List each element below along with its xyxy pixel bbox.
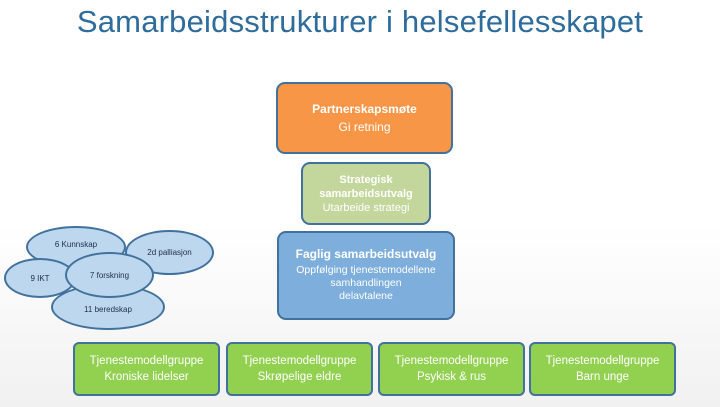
partnerskapsmote-box[interactable]: Partnerskapsmøte Gi retning [276, 82, 453, 154]
faglig-line3: delavtalene [339, 290, 393, 302]
oval-palliasjon-label: 2d palliasjon [147, 248, 192, 257]
group-topic: Psykisk & rus [416, 371, 486, 383]
group-topic: Skrøpelige eldre [257, 371, 342, 383]
faglig-line1: Oppfølging tjenestemodellene [296, 264, 436, 276]
strategisk-title-line2: samarbeidsutvalg [319, 187, 413, 200]
group-topic: Kroniske lidelser [104, 371, 189, 383]
group-label: Tjenestemodellgruppe [394, 355, 509, 367]
group-psykisk-rus[interactable]: Tjenestemodellgruppe Psykisk & rus [378, 342, 525, 396]
partnerskapsmote-title: Partnerskapsmøte [312, 102, 417, 116]
oval-beredskap-label: 11 beredskap [84, 304, 132, 314]
strategisk-title-line1: Strategisk [339, 173, 393, 186]
group-label: Tjenestemodellgruppe [242, 355, 357, 367]
partnerskapsmote-subtitle: Gi retning [338, 120, 391, 134]
oval-forskning[interactable]: 7 forskning [65, 252, 154, 298]
strategisk-samarbeidsutvalg-box[interactable]: Strategisk samarbeidsutvalg Utarbeide st… [301, 162, 431, 225]
oval-forskning-label: 7 forskning [89, 270, 130, 280]
group-label: Tjenestemodellgruppe [545, 355, 660, 367]
group-topic: Barn unge [575, 371, 630, 383]
page-title: Samarbeidsstrukturer i helsefellesskapet [76, 4, 644, 39]
oval-kunnskap-label: 6 Kunnskap [54, 239, 98, 249]
group-skropelige-eldre[interactable]: Tjenestemodellgruppe Skrøpelige eldre [226, 342, 373, 396]
group-label: Tjenestemodellgruppe [89, 355, 204, 367]
faglig-samarbeidsutvalg-box[interactable]: Faglig samarbeidsutvalg Oppfølging tjene… [277, 231, 455, 320]
faglig-title: Faglig samarbeidsutvalg [295, 247, 437, 261]
oval-ikt-label: 9 IKT [30, 273, 50, 283]
group-kroniske-lidelser[interactable]: Tjenestemodellgruppe Kroniske lidelser [73, 342, 220, 396]
strategisk-subtitle: Utarbeide strategi [322, 201, 410, 214]
group-barn-unge[interactable]: Tjenestemodellgruppe Barn unge [529, 342, 676, 396]
faglig-line2: samhandlingen [330, 277, 402, 289]
